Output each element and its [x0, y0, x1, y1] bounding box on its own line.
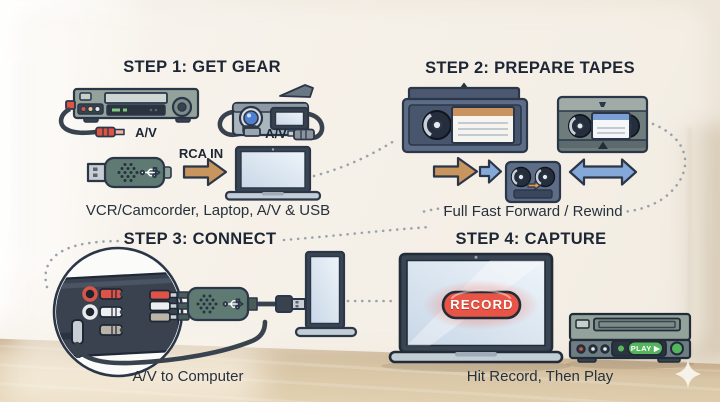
play-button [627, 340, 664, 356]
av-ports-closeup [52, 246, 268, 378]
rca-in-label: RCA IN [178, 146, 224, 161]
dotted-connector-caption2-left [422, 206, 449, 213]
sparkle-icon [675, 360, 701, 388]
fast-forward-arrows-icon [432, 156, 503, 187]
capture-dongle-icon [177, 286, 278, 322]
camcorder-icon [217, 84, 325, 141]
dotted-connector-step3-right [282, 225, 432, 242]
rca-plugs-icon [149, 289, 178, 323]
camcorder-av-label: A/V [265, 126, 287, 141]
record-button [441, 289, 522, 320]
step4-caption: Hit Record, Then Play [466, 368, 614, 385]
laptop-side-icon [294, 250, 358, 338]
step2-title: STEP 2: PREPARE TAPES [425, 59, 635, 77]
vcr-av-label: A/V [135, 125, 157, 140]
rewind-arrow-icon [568, 158, 638, 186]
tape-reels-icon [504, 160, 562, 204]
usb-stick-icon [86, 156, 172, 189]
step3-title: STEP 3: CONNECT [123, 230, 277, 248]
vcr-icon [58, 87, 200, 138]
step1-title: STEP 1: GET GEAR [123, 58, 281, 76]
dotted-connector-step1-step2 [312, 139, 396, 178]
usb-plug-icon [275, 295, 306, 313]
dotted-connectors [44, 122, 687, 303]
step1-caption: VCR/Camcorder, Laptop, A/V & USB [85, 202, 331, 219]
record-button-label: RECORD [450, 297, 514, 312]
laptop-record-icon [388, 252, 564, 364]
vcr-play-icon [568, 312, 692, 363]
step4-title: STEP 4: CAPTURE [455, 230, 607, 248]
rca-in-arrow-icon [182, 157, 228, 187]
dotted-connector-step3-left [44, 239, 122, 289]
laptop-icon [224, 145, 322, 201]
play-button-label: PLAY ▶ [630, 344, 661, 353]
vhs-tape-top-icon [556, 95, 649, 154]
step3-caption: A/V to Computer [132, 368, 244, 385]
vhs-tape-front-icon [401, 82, 529, 154]
step2-caption: Full Fast Forward / Rewind [443, 203, 623, 220]
